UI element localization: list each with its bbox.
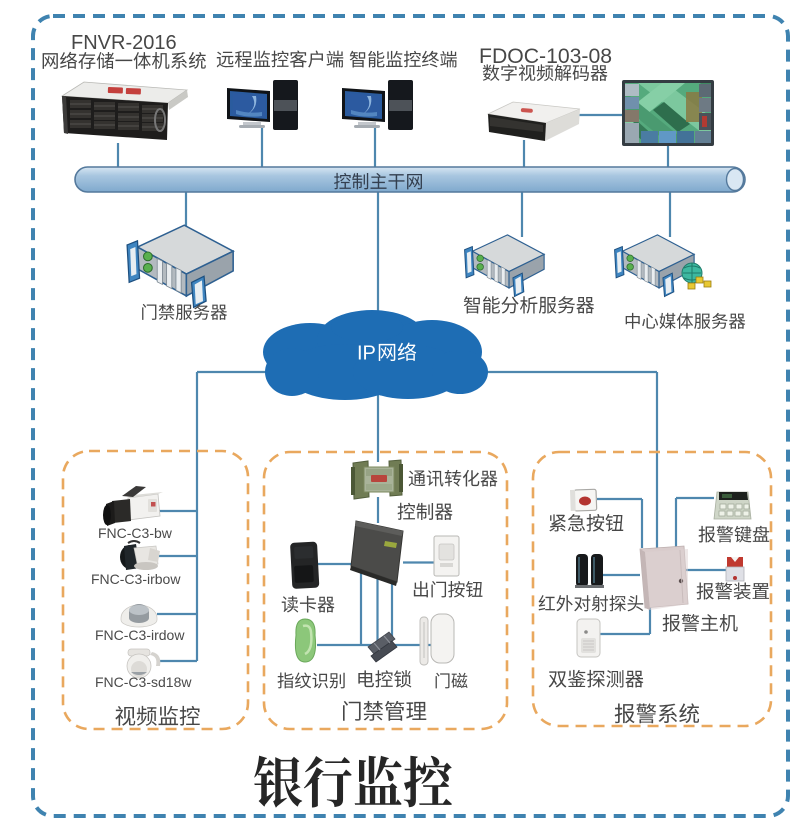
- svg-text:FNC-C3-irdow: FNC-C3-irdow: [95, 627, 185, 643]
- svg-text:FNC-C3-bw: FNC-C3-bw: [98, 525, 173, 541]
- svg-text:IP: IP: [357, 343, 376, 365]
- svg-text:FNC-C3-sd18w: FNC-C3-sd18w: [95, 674, 192, 690]
- svg-text:FDOC-103-08: FDOC-103-08: [479, 45, 612, 68]
- svg-text:FNVR-2016: FNVR-2016: [71, 32, 177, 54]
- svg-text:FNC-C3-irbow: FNC-C3-irbow: [91, 571, 181, 587]
